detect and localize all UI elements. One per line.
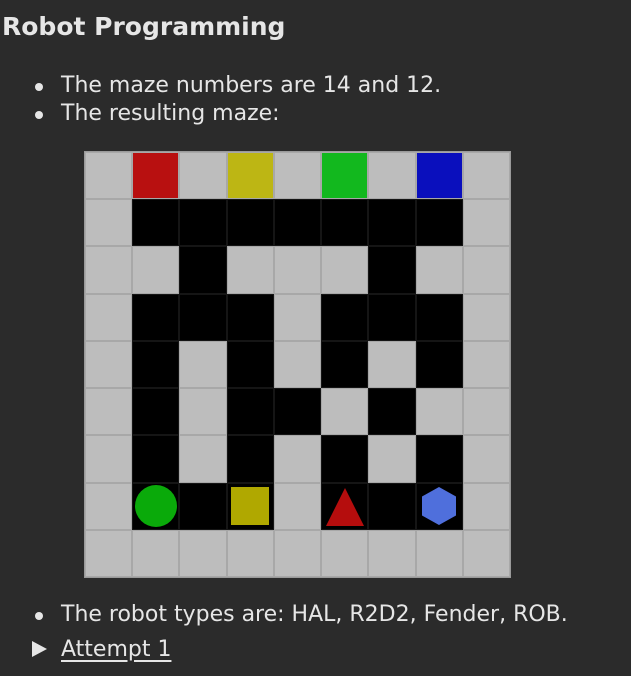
maze-wall-cell xyxy=(462,199,510,247)
maze-wall-cell xyxy=(273,293,322,341)
maze-path-cell xyxy=(226,482,274,530)
maze-wall-cell xyxy=(368,529,416,577)
maze-wall-cell xyxy=(368,435,416,483)
robot-circle-icon xyxy=(134,485,177,528)
maze-path-cell xyxy=(415,293,463,341)
maze-path-cell xyxy=(179,199,227,247)
maze-path-cell xyxy=(321,293,369,341)
maze-path-cell xyxy=(132,340,180,389)
maze-wall-cell xyxy=(462,340,510,389)
maze-wall-cell xyxy=(321,529,369,577)
maze-path-cell xyxy=(368,388,416,436)
maze-wall-cell xyxy=(179,340,227,389)
maze-wall-cell xyxy=(321,246,369,294)
maze-wall-cell xyxy=(85,246,133,294)
maze-path-cell xyxy=(132,293,180,341)
maze-start-cell xyxy=(415,152,463,200)
maze-start-cell xyxy=(226,152,274,200)
maze-wall-cell xyxy=(132,529,180,577)
attempt-1-disclosure[interactable]: Attempt 1 xyxy=(32,636,171,664)
maze-wall-cell xyxy=(179,435,227,483)
maze-wall-cell xyxy=(273,246,322,294)
robot-square-icon xyxy=(231,487,270,526)
maze-path-cell xyxy=(179,246,227,294)
maze-path-cell xyxy=(415,340,463,389)
maze-wall-cell xyxy=(462,388,510,436)
maze-wall-cell xyxy=(179,388,227,436)
maze-path-cell xyxy=(226,435,274,483)
maze-path-cell xyxy=(415,482,463,530)
maze-wall-cell xyxy=(321,388,369,436)
maze-wall-cell xyxy=(273,529,322,577)
info-list: The maze numbers are 14 and 12. The resu… xyxy=(32,72,441,128)
maze-wall-cell xyxy=(85,293,133,341)
maze-wall-cell xyxy=(226,246,274,294)
maze-wall-cell xyxy=(462,246,510,294)
maze-path-cell xyxy=(226,293,274,341)
maze-wall-cell xyxy=(273,482,322,530)
maze-wall-cell xyxy=(273,435,322,483)
maze-wall-cell xyxy=(273,340,322,389)
maze-wall-cell xyxy=(85,152,133,200)
maze-path-cell xyxy=(321,199,369,247)
maze-wall-cell xyxy=(179,529,227,577)
maze-path-cell xyxy=(179,293,227,341)
maze-wall-cell xyxy=(132,246,180,294)
maze-path-cell xyxy=(321,435,369,483)
maze-wall-cell xyxy=(368,152,416,200)
robot-triangle-icon xyxy=(325,488,364,527)
maze-path-cell xyxy=(132,199,180,247)
maze-wall-cell xyxy=(368,340,416,389)
maze-path-cell xyxy=(226,199,274,247)
resulting-maze-item: The resulting maze: xyxy=(32,100,441,128)
maze-wall-cell xyxy=(462,529,510,577)
maze-wall-cell xyxy=(415,246,463,294)
maze-wall-cell xyxy=(85,482,133,530)
maze-path-cell xyxy=(132,388,180,436)
maze-path-cell xyxy=(415,199,463,247)
maze-wall-cell xyxy=(85,435,133,483)
maze-wall-cell xyxy=(415,529,463,577)
maze-wall-cell xyxy=(273,152,322,200)
maze-path-cell xyxy=(368,293,416,341)
maze-path-cell xyxy=(226,340,274,389)
maze-path-cell xyxy=(132,435,180,483)
maze-path-cell xyxy=(273,388,322,436)
maze-path-cell xyxy=(368,246,416,294)
maze-grid xyxy=(84,151,511,578)
expand-triangle-icon xyxy=(32,641,47,657)
robot-types-list: The robot types are: HAL, R2D2, Fender, … xyxy=(32,601,568,629)
maze-wall-cell xyxy=(226,529,274,577)
maze-wall-cell xyxy=(462,482,510,530)
maze-path-cell xyxy=(132,482,180,530)
maze-wall-cell xyxy=(462,152,510,200)
robot-hexagon-icon xyxy=(422,487,457,526)
maze-path-cell xyxy=(368,482,416,530)
maze-wall-cell xyxy=(462,435,510,483)
maze-numbers-item: The maze numbers are 14 and 12. xyxy=(32,72,441,100)
maze-path-cell xyxy=(321,340,369,389)
attempt-label[interactable]: Attempt 1 xyxy=(61,637,172,662)
maze-path-cell xyxy=(368,199,416,247)
maze-path-cell xyxy=(321,482,369,530)
maze-path-cell xyxy=(179,482,227,530)
maze-wall-cell xyxy=(85,388,133,436)
maze-wall-cell xyxy=(462,293,510,341)
maze-start-cell xyxy=(321,152,369,200)
maze-wall-cell xyxy=(85,199,133,247)
maze-path-cell xyxy=(273,199,322,247)
robot-types-item: The robot types are: HAL, R2D2, Fender, … xyxy=(32,601,568,629)
maze-start-cell xyxy=(132,152,180,200)
maze-wall-cell xyxy=(85,529,133,577)
maze-path-cell xyxy=(415,435,463,483)
maze-wall-cell xyxy=(85,340,133,389)
page-title: Robot Programming xyxy=(2,12,286,41)
maze-wall-cell xyxy=(179,152,227,200)
maze-path-cell xyxy=(226,388,274,436)
maze-wall-cell xyxy=(415,388,463,436)
